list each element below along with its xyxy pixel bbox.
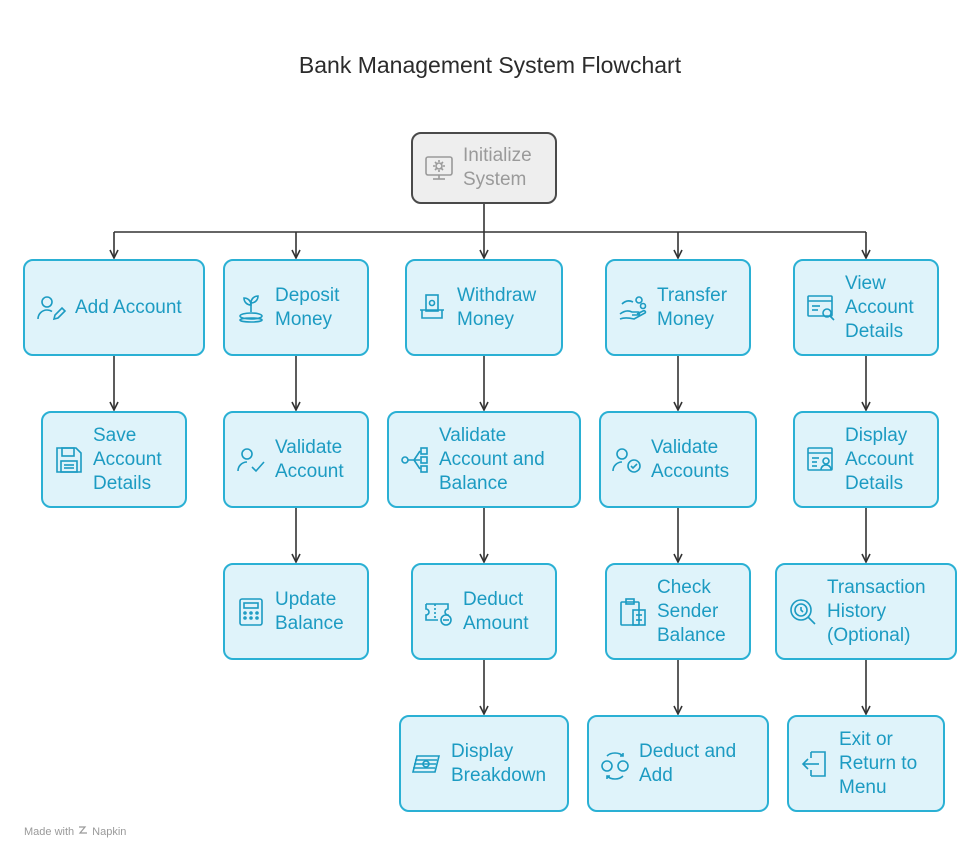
node-withdraw-money: Withdraw Money bbox=[405, 259, 563, 356]
user-edit-icon bbox=[35, 292, 67, 324]
profile-card-icon bbox=[805, 444, 837, 476]
node-label: Update Balance bbox=[275, 588, 344, 634]
footer-brand: Napkin bbox=[92, 825, 127, 838]
split-arrows-icon bbox=[399, 444, 431, 476]
ticket-minus-icon bbox=[423, 596, 455, 628]
node-transfer-money: Transfer Money bbox=[605, 259, 751, 356]
calculator-icon bbox=[235, 596, 267, 628]
hand-coins-icon bbox=[617, 292, 649, 324]
diagram-title: Bank Management System Flowchart bbox=[298, 52, 682, 78]
node-label: Check Sender Balance bbox=[657, 576, 726, 646]
node-add-account: Add Account bbox=[23, 259, 205, 356]
node-label: Transfer Money bbox=[657, 284, 728, 330]
footer-text: Made with bbox=[24, 825, 75, 838]
node-view-account-details: View Account Details bbox=[793, 259, 939, 356]
node-deduct-and-add: Deduct and Add bbox=[587, 715, 769, 812]
computer-gear-icon bbox=[423, 152, 455, 184]
exit-door-icon bbox=[799, 748, 831, 780]
node-label: Initialize System bbox=[463, 145, 532, 190]
node-exit-or-return: Exit or Return to Menu bbox=[787, 715, 945, 812]
magnifier-history-icon bbox=[787, 596, 819, 628]
node-label: Display Account Details bbox=[845, 424, 914, 494]
node-label: Exit or Return to Menu bbox=[839, 728, 918, 798]
cash-withdraw-icon bbox=[417, 292, 449, 324]
node-display-account-details: Display Account Details bbox=[793, 411, 939, 508]
node-label: Validate Account and Balance bbox=[439, 424, 545, 494]
banknotes-stack-icon bbox=[411, 748, 443, 780]
money-plant-icon bbox=[235, 292, 267, 324]
browser-search-icon bbox=[805, 292, 837, 324]
node-validate-account: Validate Account bbox=[223, 411, 369, 508]
node-initialize-system: Initialize System bbox=[411, 132, 557, 204]
node-label: Validate Account bbox=[275, 436, 344, 482]
napkin-logo-icon bbox=[78, 825, 88, 838]
node-label: Validate Accounts bbox=[651, 436, 730, 482]
footer: Made with Napkin bbox=[24, 825, 126, 838]
node-label: Deposit Money bbox=[275, 284, 340, 330]
node-validate-account-and-balance: Validate Account and Balance bbox=[387, 411, 581, 508]
node-deposit-money: Deposit Money bbox=[223, 259, 369, 356]
node-label: Transaction History (Optional) bbox=[827, 576, 926, 646]
node-update-balance: Update Balance bbox=[223, 563, 369, 660]
node-save-account-details: Save Account Details bbox=[41, 411, 187, 508]
node-label: Withdraw Money bbox=[457, 284, 537, 330]
node-display-breakdown: Display Breakdown bbox=[399, 715, 569, 812]
node-deduct-amount: Deduct Amount bbox=[411, 563, 557, 660]
node-validate-accounts: Validate Accounts bbox=[599, 411, 757, 508]
node-label: Deduct and Add bbox=[639, 740, 737, 786]
node-label: Save Account Details bbox=[93, 424, 162, 494]
clipboard-icon bbox=[617, 596, 649, 628]
node-check-sender-balance: Check Sender Balance bbox=[605, 563, 751, 660]
node-label: Deduct Amount bbox=[463, 588, 529, 634]
node-transaction-history: Transaction History (Optional) bbox=[775, 563, 957, 660]
money-exchange-icon bbox=[599, 748, 631, 780]
user-verified-icon bbox=[611, 444, 643, 476]
user-check-icon bbox=[235, 444, 267, 476]
node-label: Add Account bbox=[75, 296, 182, 318]
node-label: View Account Details bbox=[845, 272, 914, 342]
node-label: Display Breakdown bbox=[451, 740, 547, 786]
floppy-disk-icon bbox=[53, 444, 85, 476]
